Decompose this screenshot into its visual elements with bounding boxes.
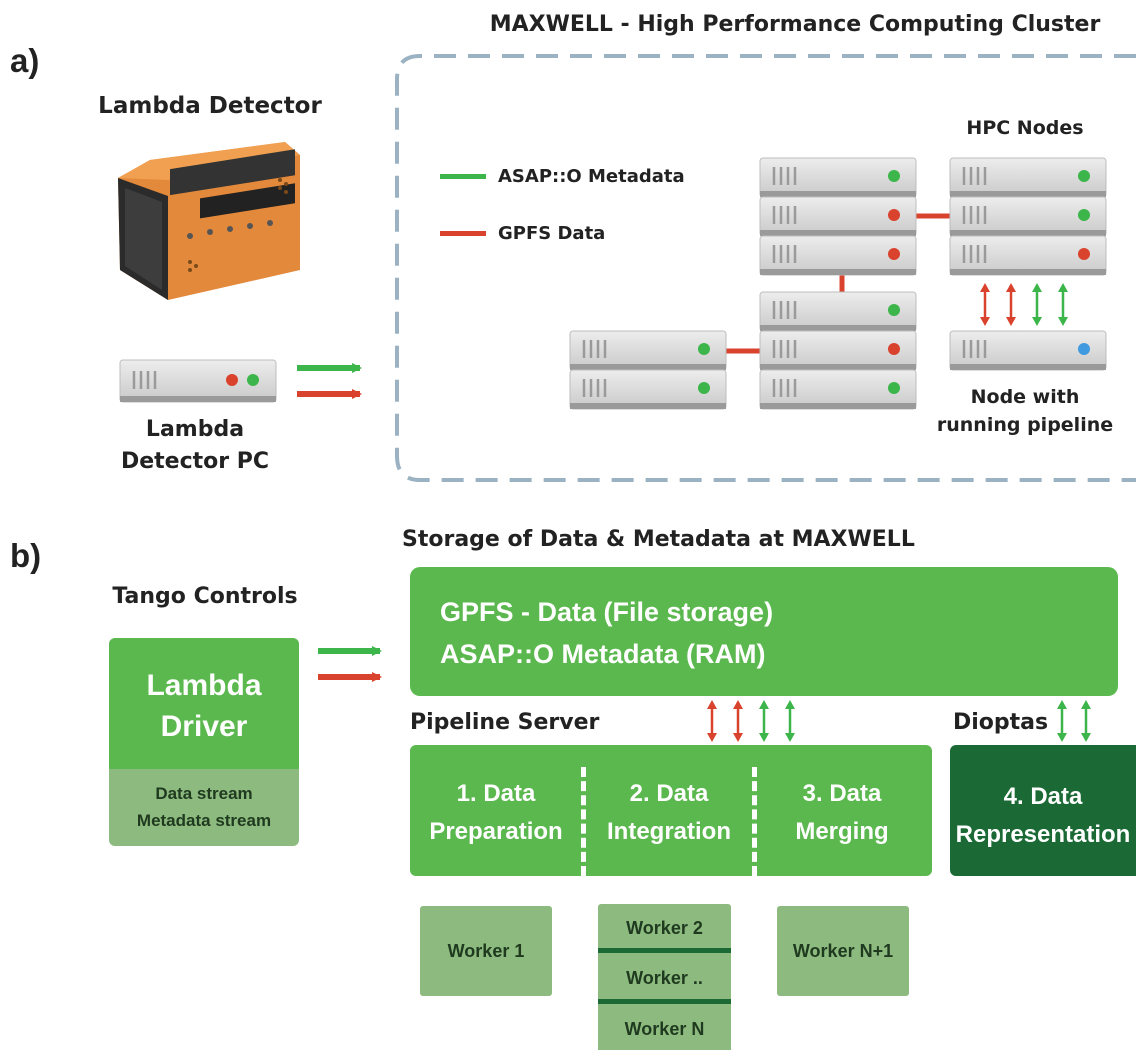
cluster-title: MAXWELL - High Performance Computing Clu… <box>489 12 1101 37</box>
panel-a-label: a) <box>10 42 40 79</box>
server-unit <box>949 330 1107 371</box>
server-unit <box>569 369 727 410</box>
tango-title: Tango Controls <box>112 584 298 609</box>
stage-1-line2: Preparation <box>429 818 563 845</box>
server-unit <box>949 157 1107 198</box>
node-pipeline-label-line2: running pipeline <box>936 414 1114 436</box>
stage-2-line2: Integration <box>607 818 731 845</box>
node-pipeline-label-line1: Node with <box>970 386 1080 408</box>
node-pipeline-label: Node with running pipeline <box>920 383 1130 439</box>
stage-4: 4. Data Representation <box>950 745 1136 876</box>
storage-title: Storage of Data & Metadata at MAXWELL <box>402 527 915 552</box>
legend: ASAP::O Metadata GPFS Data <box>440 163 685 246</box>
status-led <box>888 170 900 182</box>
server-unit <box>569 330 727 371</box>
stage-3-line2: Merging <box>795 818 889 845</box>
stage-2-line1: 2. Data <box>629 780 709 807</box>
worker-stack: Worker 2 Worker .. Worker N <box>598 904 731 1050</box>
pipeline-stages-box: 1. Data Preparation 2. Data Integration … <box>410 745 932 876</box>
panel-b-label: b) <box>10 537 42 574</box>
status-led <box>1078 170 1090 182</box>
status-led <box>888 304 900 316</box>
driver-label-line1: Lambda <box>146 669 262 702</box>
status-led <box>1078 248 1090 260</box>
status-led <box>698 382 710 394</box>
storage-box: GPFS - Data (File storage) ASAP::O Metad… <box>410 567 1118 696</box>
stage-3: 3. Data Merging <box>756 775 928 851</box>
pipeline-server-label: Pipeline Server <box>410 710 600 735</box>
worker-n: Worker N <box>624 1019 705 1039</box>
detector-pc-server <box>119 359 277 403</box>
stage-divider-2 <box>752 767 757 876</box>
stage-3-line1: 3. Data <box>802 780 882 807</box>
server-unit <box>759 196 917 237</box>
status-led <box>888 382 900 394</box>
legend-item-data: GPFS Data <box>440 220 685 246</box>
status-led <box>888 248 900 260</box>
storage-line-gpfs: GPFS - Data (File storage) <box>440 597 774 627</box>
legend-label-data: GPFS Data <box>498 222 606 244</box>
server-unit <box>949 235 1107 276</box>
worker-2: Worker 2 <box>598 904 731 953</box>
stage-4-line1: 4. Data <box>1003 783 1083 810</box>
cluster-border <box>395 54 1136 482</box>
server-unit <box>949 196 1107 237</box>
status-led <box>698 343 710 355</box>
legend-label-metadata: ASAP::O Metadata <box>498 165 685 187</box>
stage-1: 1. Data Preparation <box>410 775 582 851</box>
driver-label-line2: Driver <box>160 710 248 743</box>
driver-stream-data: Data stream <box>155 784 253 803</box>
lambda-driver-box: Lambda Driver <box>109 638 299 769</box>
status-led <box>1078 343 1090 355</box>
detector-pc-label-line2: Detector PC <box>120 449 270 474</box>
server-unit <box>759 369 917 410</box>
status-led <box>888 209 900 221</box>
detector-title: Lambda Detector <box>98 93 322 119</box>
stage-4-line2: Representation <box>955 821 1131 848</box>
worker-1: Worker 1 <box>420 906 552 996</box>
stage-1-line1: 1. Data <box>456 780 536 807</box>
legend-item-metadata: ASAP::O Metadata <box>440 163 685 189</box>
dioptas-label: Dioptas <box>953 710 1049 735</box>
hpc-racks <box>569 157 1107 410</box>
status-led <box>888 343 900 355</box>
pipeline-storage-arrows <box>707 700 1091 742</box>
lambda-detector-image <box>118 142 300 300</box>
legend-swatch-red <box>440 230 486 236</box>
hpc-nodes-label: HPC Nodes <box>966 117 1084 139</box>
stage-divider-1 <box>581 767 586 876</box>
server-unit <box>759 291 917 332</box>
driver-stream-metadata: Metadata stream <box>136 811 272 830</box>
legend-swatch-green <box>440 173 486 179</box>
server-unit <box>759 157 917 198</box>
status-led <box>1078 209 1090 221</box>
server-unit <box>759 235 917 276</box>
server-unit <box>759 330 917 371</box>
worker-n-plus-1: Worker N+1 <box>777 906 909 996</box>
detector-pc-label-line1: Lambda <box>145 417 245 442</box>
detector-pc-label: Lambda Detector PC <box>90 414 300 478</box>
driver-streams-box: Data stream Metadata stream <box>109 769 299 846</box>
storage-line-asapo: ASAP::O Metadata (RAM) <box>440 639 766 669</box>
pipeline-node-arrows <box>980 283 1068 326</box>
worker-dots: Worker .. <box>598 953 731 1004</box>
stage-2: 2. Data Integration <box>585 775 753 851</box>
